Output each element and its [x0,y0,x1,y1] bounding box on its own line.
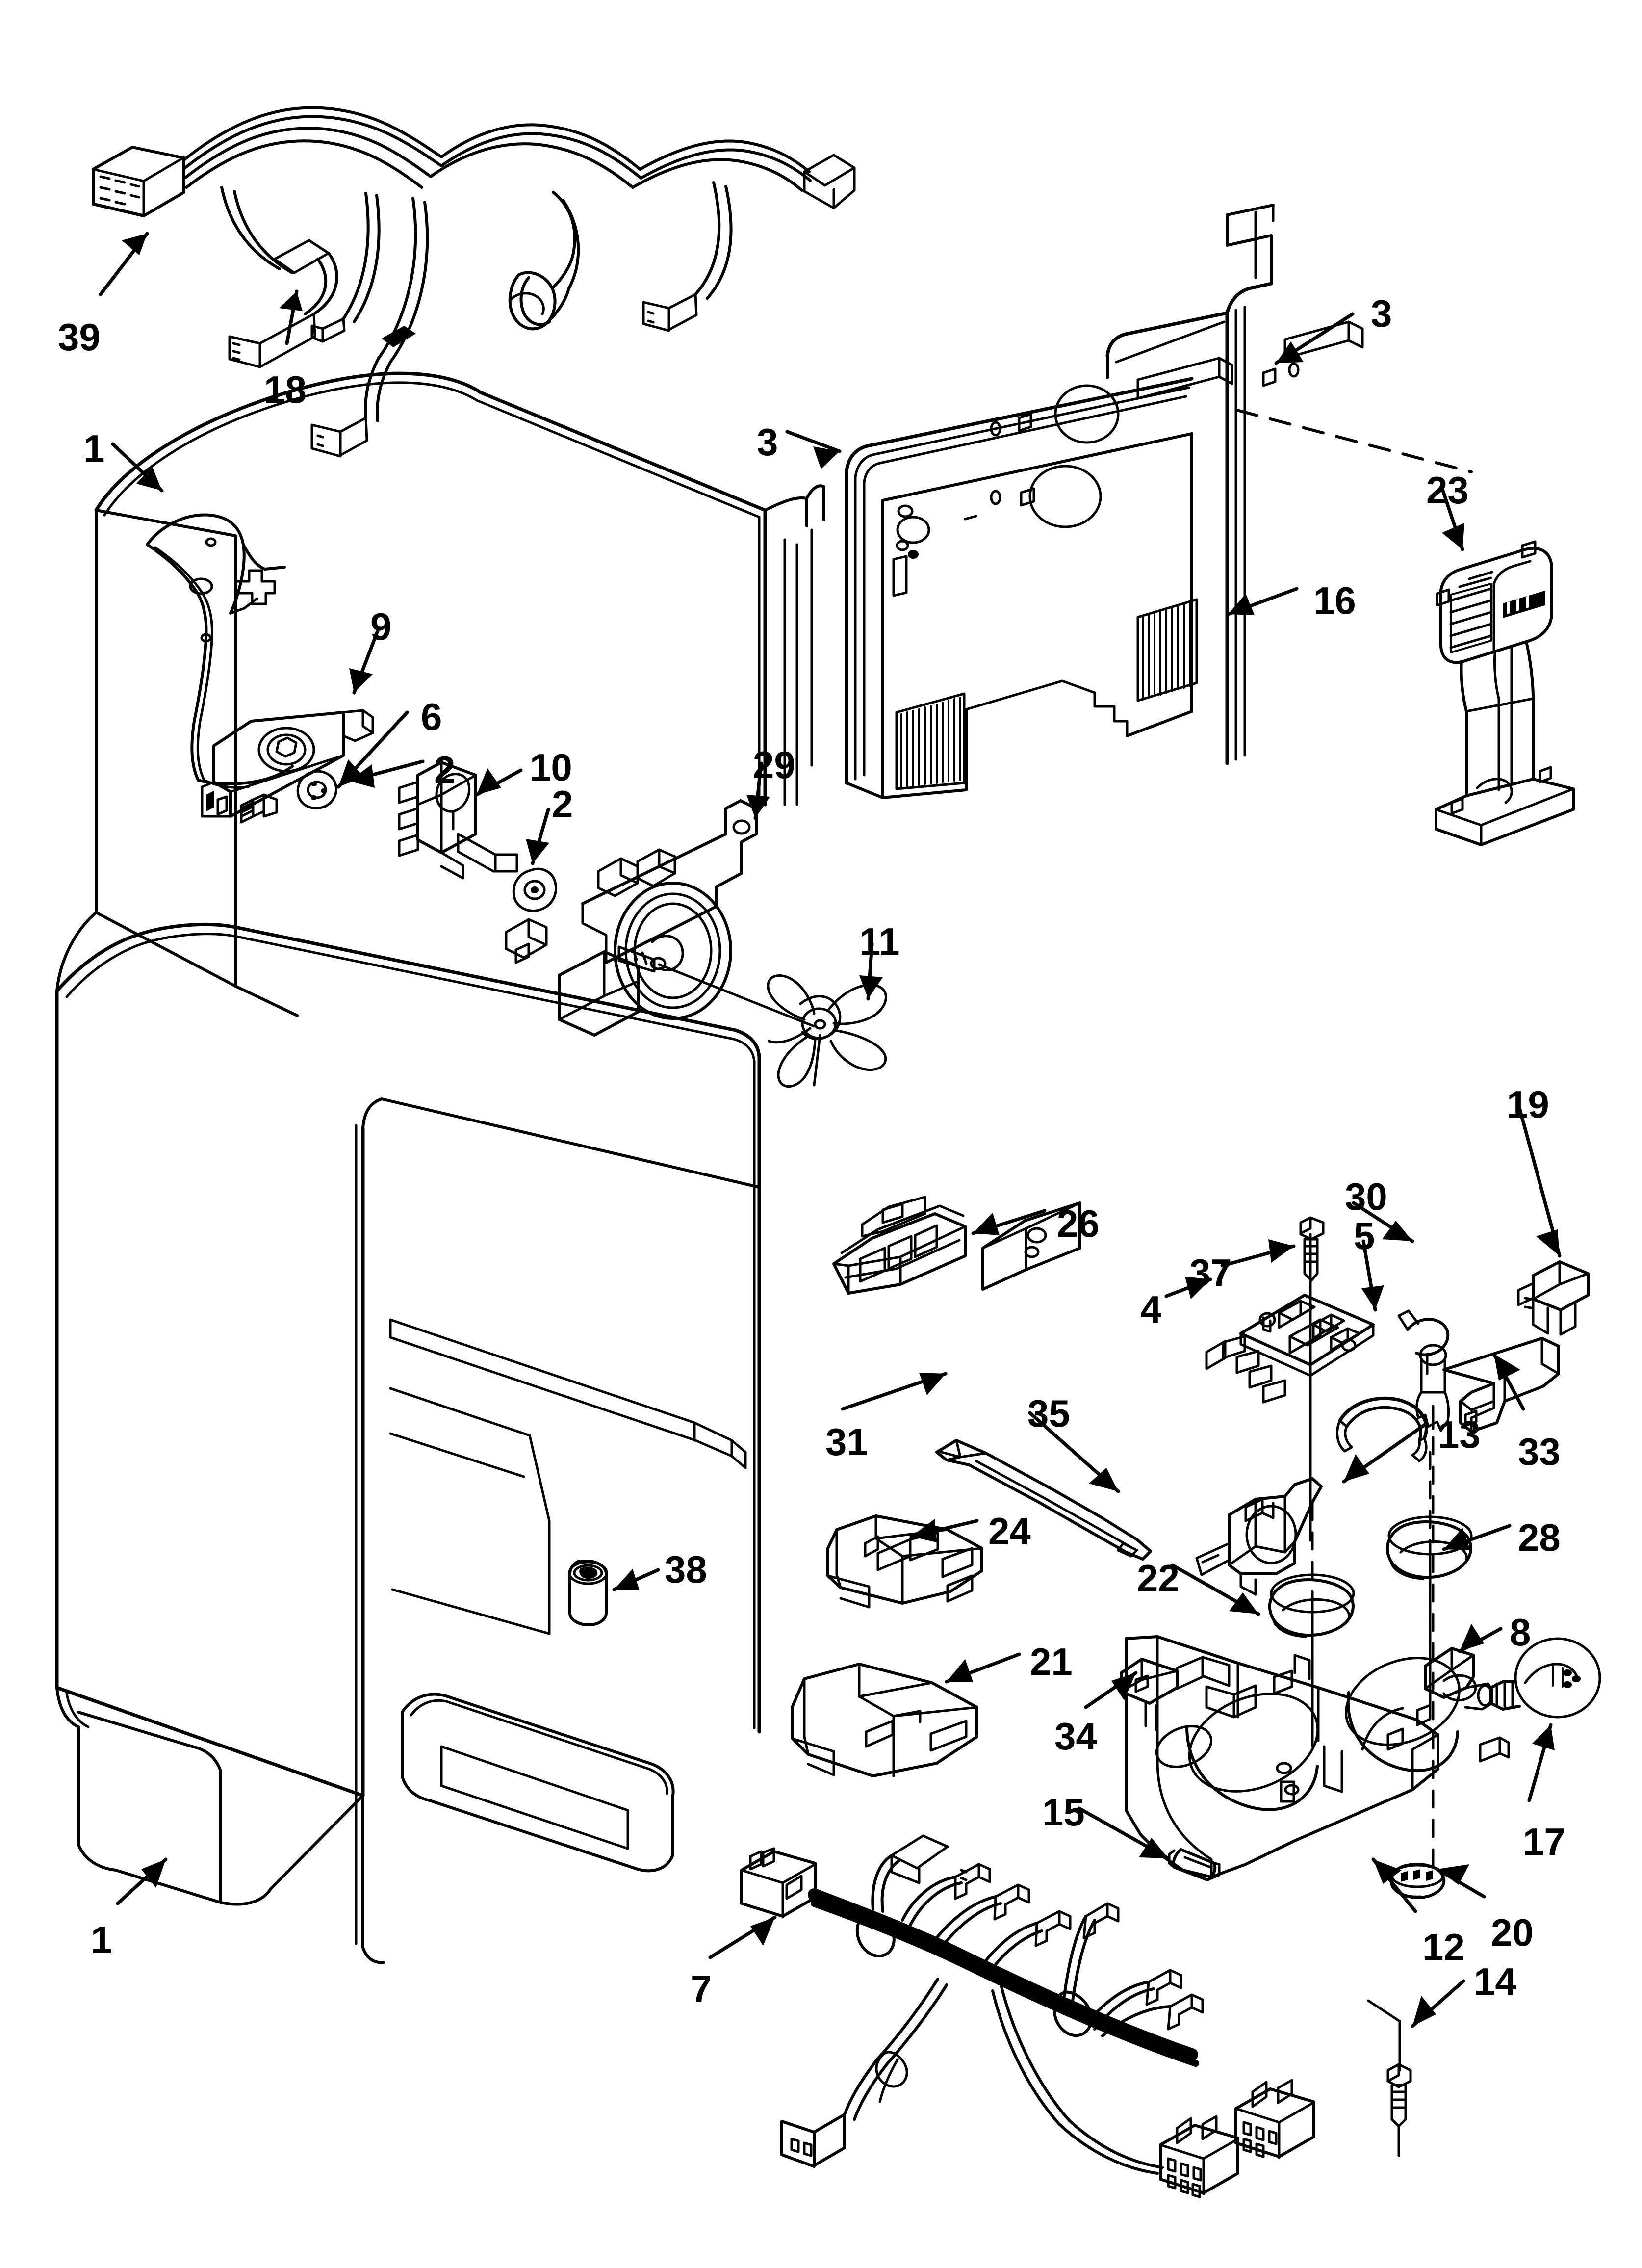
light-socket-housing-art [832,1196,1081,1295]
callout-38[interactable]: 38 [665,1548,707,1591]
callout-35[interactable]: 35 [1027,1392,1070,1435]
callout-5[interactable]: 5 [1354,1214,1375,1257]
callout-3-right[interactable]: 3 [1371,292,1392,335]
callout-7[interactable]: 7 [691,1967,712,2010]
thermostat-bracket-art [1336,1260,1590,1876]
air-duct-art [791,1514,1179,1777]
drain-plug-art [568,1560,608,1626]
callout-26[interactable]: 26 [1057,1202,1100,1245]
callout-31[interactable]: 31 [825,1420,868,1463]
callout-29[interactable]: 29 [753,743,795,786]
callout-3-left[interactable]: 3 [757,420,778,464]
control-board-art [1205,1216,1375,1542]
callout-17[interactable]: 17 [1523,1820,1565,1863]
rear-panel-art [845,204,1473,799]
callout-34[interactable]: 34 [1054,1715,1097,1758]
wiring-harness-lower-art [740,1834,1315,2198]
callout-37[interactable]: 37 [1189,1251,1232,1294]
cabinet-liner-art [55,371,825,1964]
callout-4[interactable]: 4 [1140,1288,1162,1331]
callout-8[interactable]: 8 [1510,1611,1531,1654]
callout-39[interactable]: 39 [58,315,101,359]
damper-control-art [1195,1477,1323,1596]
callout-2-right[interactable]: 2 [552,782,573,826]
callout-9[interactable]: 9 [370,605,392,648]
fuse-art [1168,1848,1221,1881]
callout-6[interactable]: 6 [421,695,442,738]
callout-33[interactable]: 33 [1518,1430,1561,1473]
air-tower-duct-art [1435,540,1575,846]
callout-28[interactable]: 28 [1518,1516,1561,1559]
light-shield-assembly-art [1125,1451,1601,2157]
callout-20[interactable]: 20 [1491,1911,1534,1954]
callout-21[interactable]: 21 [1030,1640,1073,1683]
mounting-bracket-rod-art [935,1439,1152,1561]
fan-assembly-art [505,799,887,1088]
callout-23[interactable]: 23 [1426,469,1469,512]
callout-1-lower[interactable]: 1 [91,1918,112,1961]
callout-24[interactable]: 24 [988,1510,1031,1553]
callout-30[interactable]: 30 [1345,1175,1387,1218]
callout-11[interactable]: 11 [859,920,900,963]
callout-15[interactable]: 15 [1042,1791,1085,1834]
callout-1-upper[interactable]: 1 [83,427,105,470]
callout-14[interactable]: 14 [1474,1960,1516,2003]
callout-10[interactable]: 10 [530,746,572,789]
light-switch-assembly-art [201,709,557,912]
callout-12[interactable]: 12 [1422,1926,1465,1969]
callout-18[interactable]: 18 [264,368,307,411]
callout-13[interactable]: 13 [1438,1413,1481,1456]
wiring-harness-upper-art [92,106,856,458]
leader-lines [99,232,1562,2028]
callout-22[interactable]: 22 [1137,1557,1180,1600]
callout-16[interactable]: 16 [1313,579,1356,622]
callout-2-left[interactable]: 2 [434,748,456,791]
callout-19[interactable]: 19 [1507,1083,1549,1126]
